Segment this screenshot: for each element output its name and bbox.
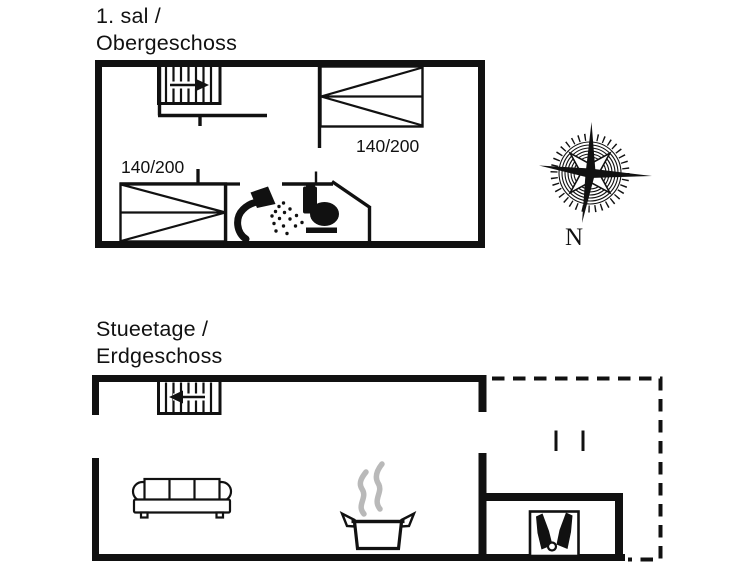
shower-icon [234, 186, 304, 243]
toilet-icon [303, 183, 339, 233]
compass-needle-ew [539, 165, 652, 178]
sofa-icon [131, 477, 233, 519]
upper-floor-title: 1. sal / Obergeschoss [96, 3, 237, 56]
upper-floor-plan [95, 60, 485, 248]
bed-size-label-top-right: 140/200 [356, 136, 420, 156]
double-bed-icon [319, 65, 424, 128]
ground-floor-plan [92, 375, 663, 562]
bottle-crate-icon [528, 510, 580, 558]
compass-north-label: N [565, 224, 584, 251]
upper-floor-title-line2: Obergeschoss [96, 30, 238, 55]
cooking-pot-icon [339, 461, 417, 551]
terrace-outline [492, 376, 663, 562]
interior-wall-bedroom-left [120, 169, 240, 248]
upper-floor-title-line1: 1. sal / [96, 4, 161, 28]
interior-wall-stairs [157, 66, 267, 126]
staircase-icon [157, 380, 222, 415]
outer-wall-left-bottom [92, 375, 625, 561]
ground-floor-title-line2: Erdgeschoss [96, 343, 223, 368]
ground-floor-title: Stueetage / Erdgeschoss [96, 316, 223, 369]
ground-floor-title-line1: Stueetage / [96, 317, 209, 341]
terrace-opening-marks [554, 430, 585, 451]
annex-room-walls [478, 493, 623, 561]
steam [357, 461, 385, 517]
double-bed-icon [119, 182, 228, 243]
outer-wall [95, 60, 485, 248]
compass-rose [539, 122, 652, 223]
staircase-icon [157, 64, 222, 105]
bed-size-label-lower-left: 140/200 [121, 157, 185, 177]
